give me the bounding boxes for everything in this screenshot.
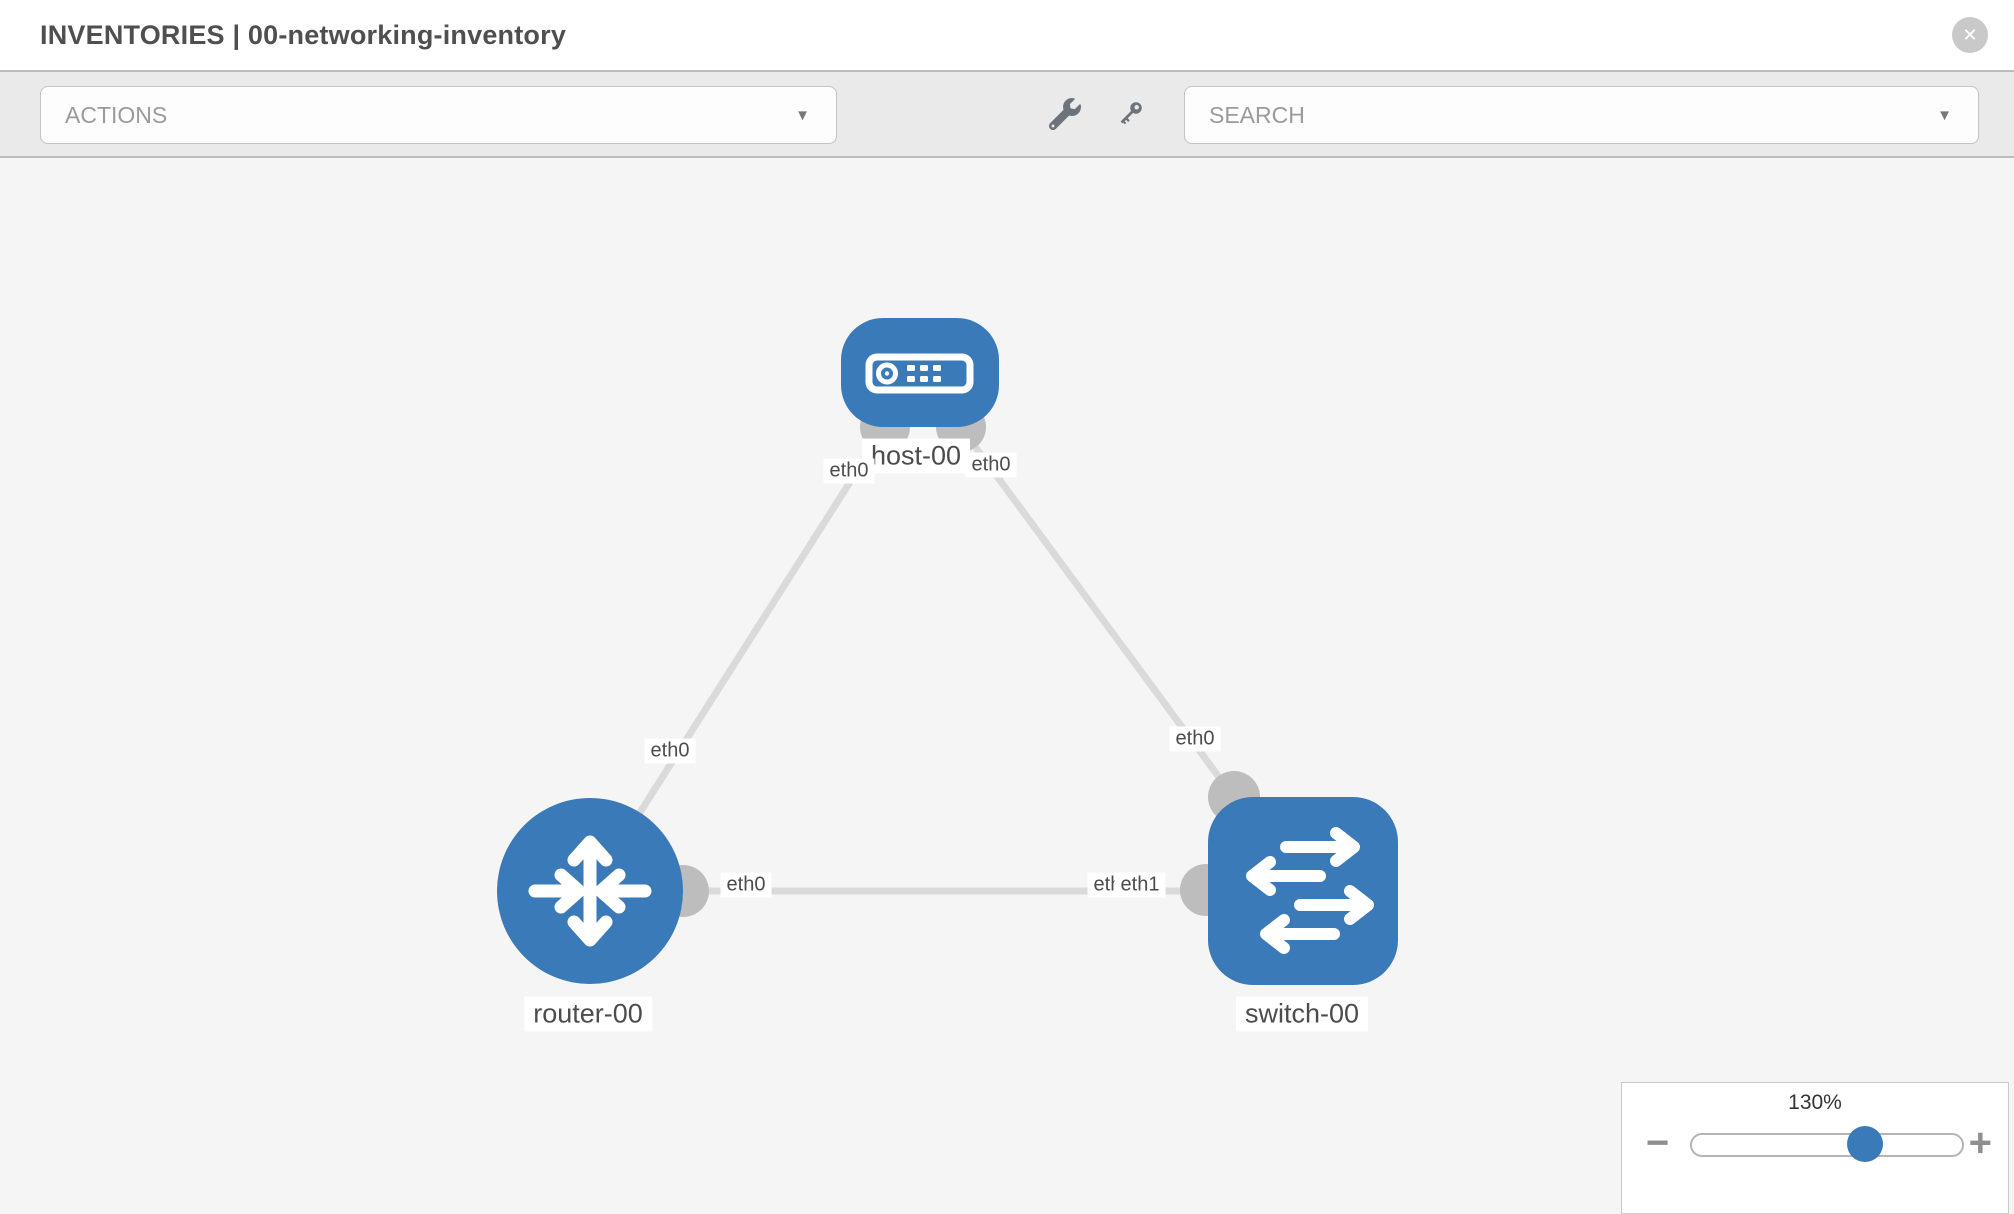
search-placeholder: SEARCH [1209,101,1305,128]
interface-label: eth0 [965,452,1017,478]
zoom-out-button[interactable]: − [1646,1113,1669,1173]
toolbar: ACTIONS ▼ SEARCH ▼ [0,72,2014,158]
actions-dropdown[interactable]: ACTIONS ▼ [40,86,837,144]
node-label-switch: switch-00 [1235,996,1369,1032]
search-dropdown[interactable]: SEARCH ▼ [1184,86,1979,144]
node-host-00[interactable] [841,318,999,427]
node-label-host: host-00 [861,438,971,474]
interface-label: eth0 [1169,726,1221,752]
node-switch-00[interactable] [1208,797,1398,985]
topology-canvas[interactable]: host-00 router-00 switch-00 eth0 eth0 et… [0,158,2014,1214]
node-router-00[interactable] [497,798,683,984]
actions-dropdown-label: ACTIONS [65,101,168,128]
interface-label: eth0 [644,738,696,764]
router-icon [528,835,652,947]
switch-icon [1246,827,1374,954]
zoom-control-panel: 130% − + [1621,1082,2009,1214]
interface-label: eth0 [823,458,875,484]
chevron-down-icon: ▼ [1937,106,1952,124]
host-icon [865,353,974,394]
chevron-down-icon: ▼ [795,106,810,124]
node-label-router: router-00 [524,996,652,1032]
plus-icon: + [1968,1121,1992,1165]
zoom-slider-knob[interactable] [1846,1126,1883,1162]
page-title: INVENTORIES | 00-networking-inventory [40,19,567,50]
wrench-icon [1049,98,1081,130]
minus-icon: − [1646,1121,1670,1165]
zoom-in-button[interactable]: + [1969,1113,1992,1173]
interface-label: eth1 [1114,872,1166,898]
header-bar: INVENTORIES | 00-networking-inventory ✕ [0,0,2014,72]
key-icon [1120,102,1142,125]
zoom-slider[interactable] [1690,1126,1964,1162]
zoom-level-label: 130% [1788,1091,1842,1114]
wrench-button[interactable] [1047,96,1083,132]
key-button[interactable] [1112,96,1148,132]
close-icon: ✕ [1962,25,1978,45]
topology-links-layer [587,369,1306,917]
close-button[interactable]: ✕ [1952,17,1988,53]
interface-label: eth0 [720,872,772,898]
